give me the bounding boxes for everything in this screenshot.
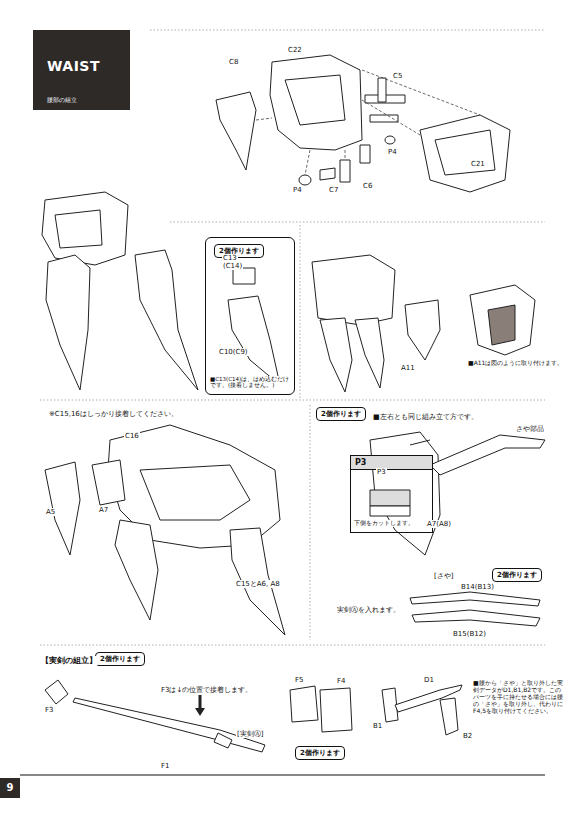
part-label: C16 <box>124 432 140 440</box>
node-text: 2個作ります <box>497 570 537 580</box>
part-label: C22 <box>287 46 303 54</box>
part-label: さや部品 <box>515 425 545 433</box>
part-label: C21 <box>470 160 486 168</box>
part-label: A7(A8) <box>426 520 452 528</box>
part-label: P4 <box>387 148 398 156</box>
inset-box: P3 下側をカットします。 <box>350 455 433 533</box>
node-text: 2個作ります <box>300 748 340 758</box>
part-label: C5 <box>392 72 403 80</box>
part-label: (C14) <box>222 262 243 270</box>
part-label: [実剣Ⓐ] <box>236 730 264 738</box>
part-label: F3 <box>44 706 54 714</box>
part-label: 実剣Ⓐを入れます。 <box>336 606 401 614</box>
part-label: C15とA6, A8 <box>235 580 281 588</box>
note-badge: 2個作ります <box>492 568 542 582</box>
note-badge: 2個作ります <box>295 746 345 760</box>
note-badge: 2個作ります <box>316 407 366 421</box>
part-label: B15(B12) <box>452 630 487 638</box>
note-text: ■A11は図のように取り付けます。 <box>467 360 565 367</box>
note-badge: 2個作ります <box>95 652 145 666</box>
part-label: C8 <box>228 58 239 66</box>
part-label: D1 <box>423 676 435 684</box>
part-label: C6 <box>362 182 373 190</box>
part-label: ■左右とも同じ組み立て方です。 <box>372 413 479 421</box>
node-text: 9 <box>0 778 20 798</box>
part-label: F3は↓の位置で接着します。 <box>160 686 253 694</box>
title-box: 9 <box>0 778 20 798</box>
part-label: A5 <box>45 508 56 516</box>
part-label: A11 <box>400 364 416 372</box>
part-label: C13 <box>222 254 238 262</box>
node-text: P3 <box>351 456 432 470</box>
part-label: B1 <box>372 722 383 730</box>
part-label: ※C15,16はしっかり接着してください。 <box>48 410 179 418</box>
note-text: ■腰から「さや」と取り外した実剣データがD1,B1,B2です。このパーツを手に持… <box>472 680 564 714</box>
node-text: 下側をカットします。 <box>354 520 414 527</box>
part-label: C7 <box>328 186 339 194</box>
part-label: P4 <box>292 186 303 194</box>
part-label: B2 <box>462 732 473 740</box>
node-text: ■C13(C14)は、はめ込むだけです。(接着しません。) <box>210 376 292 389</box>
part-label: F1 <box>160 762 170 770</box>
part-label: F5 <box>294 676 304 684</box>
inset-box: ■C13(C14)は、はめ込むだけです。(接着しません。)2個作ります <box>205 237 295 395</box>
title-box: WAIST 腰部の組立 <box>33 30 130 110</box>
part-label: 【実剣の組立】 <box>40 656 98 665</box>
node-text: 腰部の組立 <box>47 96 77 105</box>
part-label: [さや] <box>433 572 454 580</box>
node-text: 2個作ります <box>321 409 361 419</box>
part-label: F4 <box>336 677 346 685</box>
part-label: B14(B13) <box>460 583 495 591</box>
part-label: P3 <box>376 468 387 476</box>
part-label: C10(C9) <box>218 348 249 356</box>
part-label: A7 <box>98 506 109 514</box>
node-text: 2個作ります <box>100 654 140 664</box>
node-text: WAIST <box>47 58 100 74</box>
